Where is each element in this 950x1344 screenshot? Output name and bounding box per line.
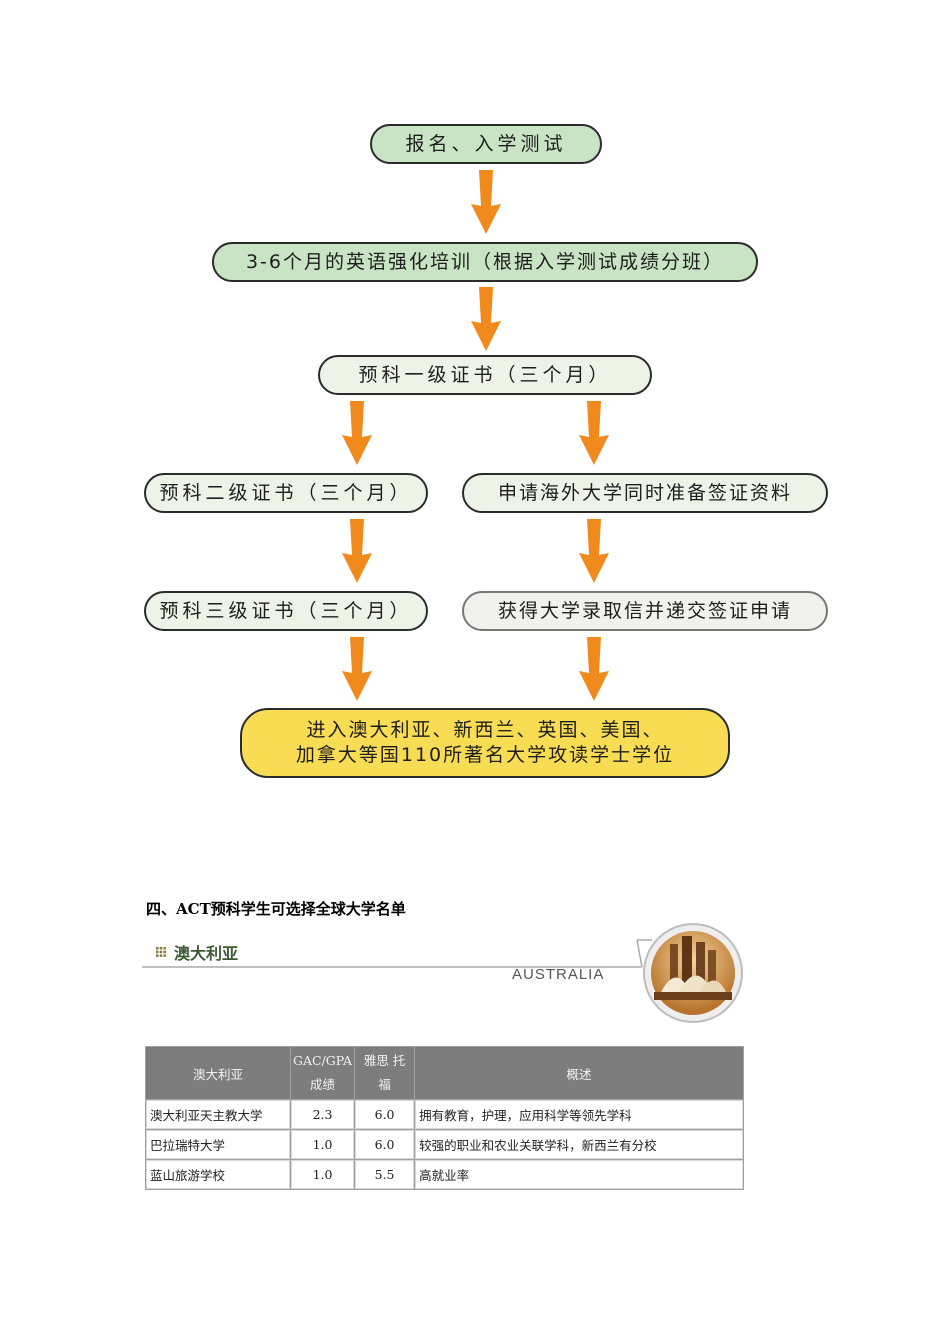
flow-step-label: 预科二级证书（三个月）	[159, 481, 413, 504]
cell-summary: 拥有教育，护理，应用科学等领先学科	[415, 1100, 743, 1129]
flow-step-label: 预科一级证书（三个月）	[358, 363, 612, 386]
down-arrow-icon	[471, 287, 501, 351]
flow-step-label: 3-6个月的英语强化培训（根据入学测试成绩分班）	[245, 250, 725, 273]
banner-subtitle: AUSTRALIA	[512, 966, 605, 983]
flow-step-foundation-level1: 预科一级证书（三个月）	[318, 355, 652, 395]
flow-final-line2: 加拿大等国110所著名大学攻读学士学位	[295, 744, 675, 766]
flow-step-foundation-level3: 预科三级证书（三个月）	[144, 591, 428, 631]
cell-summary: 较强的职业和农业关联学科，新西兰有分校	[415, 1130, 743, 1159]
flow-step-apply-universities: 申请海外大学同时准备签证资料	[462, 473, 828, 513]
table-row: 蓝山旅游学校 1.0 5.5 高就业率	[146, 1160, 743, 1189]
flow-step-label: 获得大学录取信并递交签证申请	[497, 599, 792, 622]
cell-university: 澳大利亚天主教大学	[146, 1100, 290, 1129]
banner-divider	[142, 939, 652, 968]
grid-dots-icon	[156, 947, 166, 957]
flow-step-english-training: 3-6个月的英语强化培训（根据入学测试成绩分班）	[212, 242, 758, 282]
flow-step-label: 预科三级证书（三个月）	[159, 599, 413, 622]
down-arrow-icon	[342, 519, 372, 583]
flow-step-admission-visa: 获得大学录取信并递交签证申请	[462, 591, 828, 631]
flow-step-register-test: 报名、入学测试	[370, 124, 602, 164]
header-gpa-line2: 成绩	[310, 1077, 336, 1092]
flow-step-label: 申请海外大学同时准备签证资料	[497, 481, 792, 504]
header-ielts-toefl: 雅思 托 福	[355, 1047, 415, 1099]
down-arrow-icon	[342, 401, 372, 465]
table-row: 巴拉瑞特大学 1.0 6.0 较强的职业和农业关联学科，新西兰有分校	[146, 1130, 743, 1159]
cell-university: 巴拉瑞特大学	[146, 1130, 290, 1159]
down-arrow-icon	[579, 637, 609, 701]
header-ielts-line2: 福	[378, 1077, 391, 1092]
cell-ielts: 5.5	[355, 1160, 415, 1189]
down-arrow-icon	[471, 170, 501, 234]
table-header-row: 澳大利亚 GAC/GPA 成绩 雅思 托 福 概述	[146, 1047, 743, 1099]
section-heading: 四、ACT预科学生可选择全球大学名单	[146, 900, 406, 918]
header-summary: 概述	[415, 1047, 743, 1099]
header-gpa: GAC/GPA 成绩	[291, 1047, 355, 1099]
cell-gpa: 1.0	[291, 1130, 355, 1159]
flow-final-line1: 进入澳大利亚、新西兰、英国、美国、	[306, 719, 664, 742]
header-ielts-line1: 雅思 托	[363, 1053, 406, 1068]
down-arrow-icon	[579, 519, 609, 583]
university-table: 澳大利亚 GAC/GPA 成绩 雅思 托 福 概述 澳大利亚天主教大学 2.3 …	[145, 1046, 744, 1190]
cell-ielts: 6.0	[355, 1130, 415, 1159]
cell-gpa: 1.0	[291, 1160, 355, 1189]
cell-ielts: 6.0	[355, 1100, 415, 1129]
flow-step-foundation-level2: 预科二级证书（三个月）	[144, 473, 428, 513]
flow-step-label: 报名、入学测试	[405, 132, 567, 155]
sydney-opera-house-icon	[643, 923, 743, 1023]
cell-university: 蓝山旅游学校	[146, 1160, 290, 1189]
flow-step-enter-university: 进入澳大利亚、新西兰、英国、美国、 加拿大等国110所著名大学攻读学士学位	[240, 708, 730, 778]
down-arrow-icon	[342, 637, 372, 701]
country-banner: 澳大利亚 AUSTRALIA	[142, 920, 752, 1030]
cell-gpa: 2.3	[291, 1100, 355, 1129]
header-gpa-line1: GAC/GPA	[293, 1053, 353, 1068]
header-university: 澳大利亚	[146, 1047, 290, 1099]
down-arrow-icon	[579, 401, 609, 465]
banner-title: 澳大利亚	[174, 944, 239, 963]
table-row: 澳大利亚天主教大学 2.3 6.0 拥有教育，护理，应用科学等领先学科	[146, 1100, 743, 1129]
cell-summary: 高就业率	[415, 1160, 743, 1189]
